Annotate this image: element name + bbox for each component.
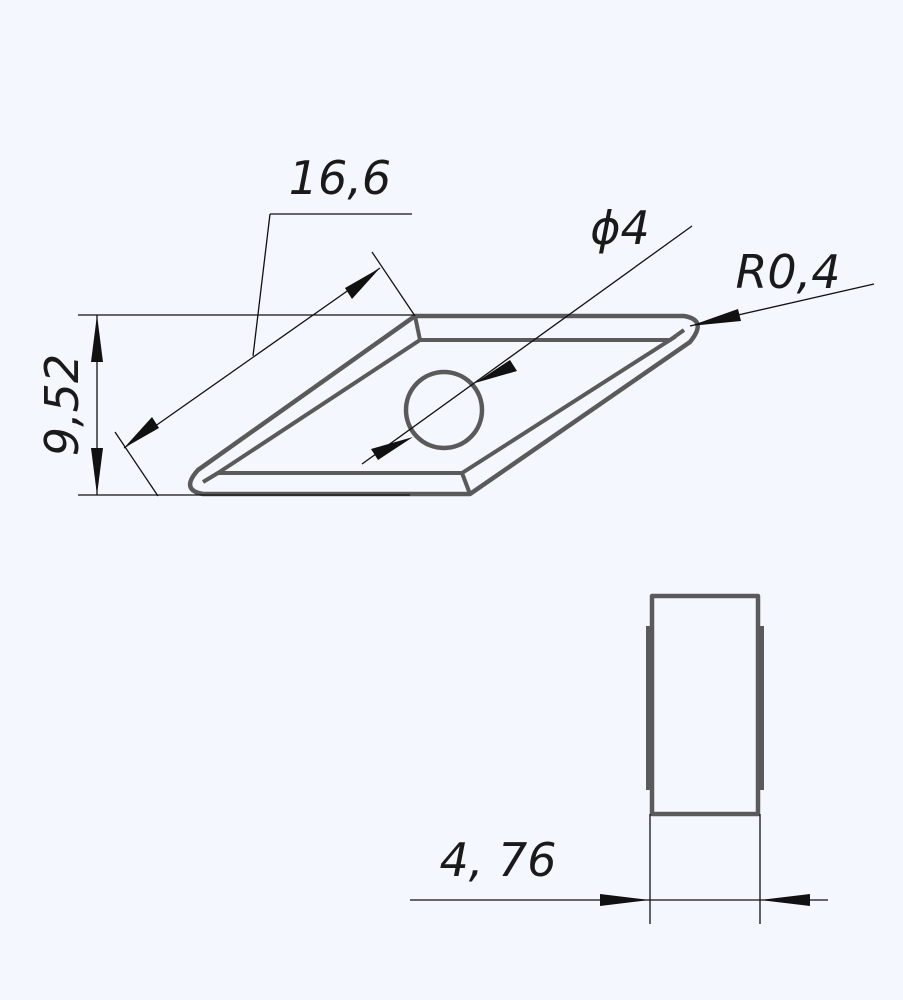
length-dimension-label: 16,6	[289, 151, 391, 205]
arrow-radius	[690, 309, 741, 326]
mounting-hole	[403, 369, 485, 451]
height-dimension-label: 9,52	[35, 354, 89, 456]
arrow-thickness-right	[760, 894, 810, 906]
corner-radius-label: R0,4	[735, 245, 840, 299]
length-dimension: 16,6	[114, 151, 416, 497]
length-leader	[252, 213, 271, 357]
arrow-length-left	[124, 417, 159, 448]
insert-side-view	[646, 593, 764, 817]
diameter-dimension-line	[361, 225, 693, 465]
side-view-body	[649, 593, 761, 817]
chamfer-line-bottom	[460, 472, 472, 495]
arrow-down	[91, 448, 103, 495]
insert-top-view	[188, 313, 700, 497]
arrow-diameter-lower	[371, 437, 413, 460]
chamfer-line-top	[413, 315, 422, 341]
hole-diameter-label: ϕ4	[590, 201, 650, 255]
arrow-length-right	[345, 268, 380, 299]
extension-line-right	[371, 251, 416, 317]
thickness-dimension-label: 4, 76	[439, 833, 556, 887]
arrow-up	[91, 315, 103, 362]
corner-radius-dimension: R0,4	[689, 245, 875, 327]
extension-line-left	[114, 431, 159, 497]
length-dimension-line	[123, 267, 381, 449]
height-dimension: 9,52	[35, 314, 415, 496]
edge-line-left	[201, 471, 220, 484]
edge-line-right	[668, 328, 686, 342]
thickness-dimension: 4, 76	[410, 814, 828, 924]
arrow-thickness-left	[600, 894, 650, 906]
arrow-diameter-upper	[475, 360, 517, 383]
hole-diameter-dimension: ϕ4	[361, 201, 693, 465]
